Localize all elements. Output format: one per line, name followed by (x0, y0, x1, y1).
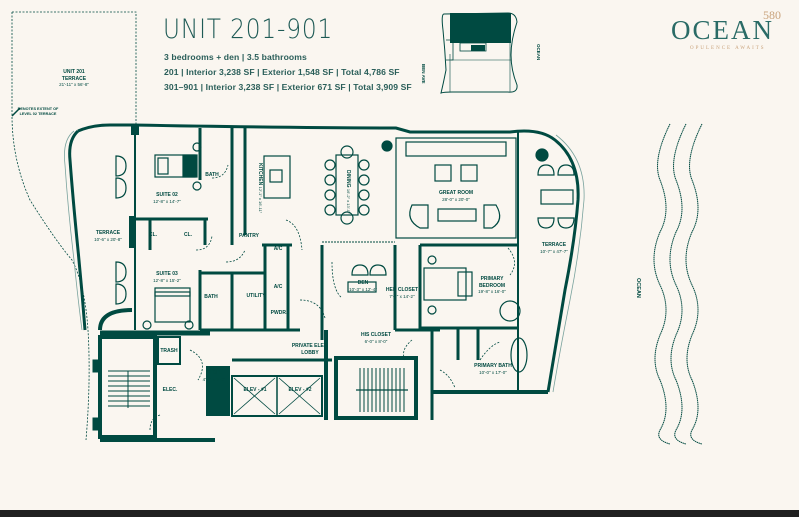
room-storage: STOR.4'-6" x 2'-3" (202, 370, 226, 382)
interior-walls (135, 128, 518, 420)
unit201-terrace-label: UNIT 201 TERRACE 21'-11" x 56'-8" (59, 69, 89, 87)
room-utility: UTILITY (246, 293, 266, 299)
logo-wordmark: OCEAN (671, 15, 774, 45)
room-bath-1: BATH (205, 172, 219, 178)
room-bath-2: BATH (204, 294, 218, 300)
stair-right (356, 368, 408, 412)
unit-spec-201: 201 | Interior 3,238 SF | Exterior 1,548… (164, 67, 400, 77)
keyplan-right-label: OCEAN (536, 44, 541, 61)
unit-spec-301-901: 301–901 | Interior 3,238 SF | Exterior 6… (164, 82, 412, 92)
room-closet-2: CL. (183, 232, 193, 238)
room-closet-1: CL. (148, 232, 158, 238)
outer-walls (64, 123, 585, 394)
room-elevator-2: ELEV - #2 (288, 387, 312, 393)
level02-extent-note: DENOTES EXTENT OF LEVEL 02 TERRACE (17, 107, 59, 116)
unit201-terrace-boundary (11, 11, 137, 441)
room-trash: TRASH (160, 348, 178, 354)
logo-number: 580 (763, 8, 781, 22)
stair-left (108, 370, 150, 408)
door-swings (149, 164, 515, 431)
keyplan-left-label: BEN AVE (421, 64, 426, 84)
unit-spec-bedrooms: 3 bedrooms + den | 3.5 bathrooms (164, 52, 307, 62)
unit-title: UNIT 201-901 (163, 14, 334, 45)
furniture (115, 137, 575, 373)
ocean-label: OCEAN (635, 278, 641, 298)
ocean-waves (653, 123, 703, 445)
logo-tagline: OPULENCE AWAITS (690, 46, 766, 51)
bottom-bar (0, 510, 799, 517)
room-ac-1: A/C (273, 246, 283, 252)
core-walls (92, 330, 418, 442)
room-powder: PWDR. (270, 310, 288, 316)
key-plan (440, 12, 518, 94)
room-private-elevator-lobby: PRIVATE ELEV.LOBBY (291, 343, 329, 356)
room-elevator-1: ELEV - #1 (243, 387, 267, 393)
room-kitchen: KITCHEN 12'-1" x 16'-11" (257, 163, 263, 214)
elevator-cross (233, 377, 321, 415)
room-electrical: ELEC. (162, 387, 178, 393)
room-ac-2: A/C (273, 284, 283, 290)
room-dining: DINING 16'-2" x 13'-0" (345, 170, 351, 214)
room-pantry: PANTRY (239, 233, 259, 239)
